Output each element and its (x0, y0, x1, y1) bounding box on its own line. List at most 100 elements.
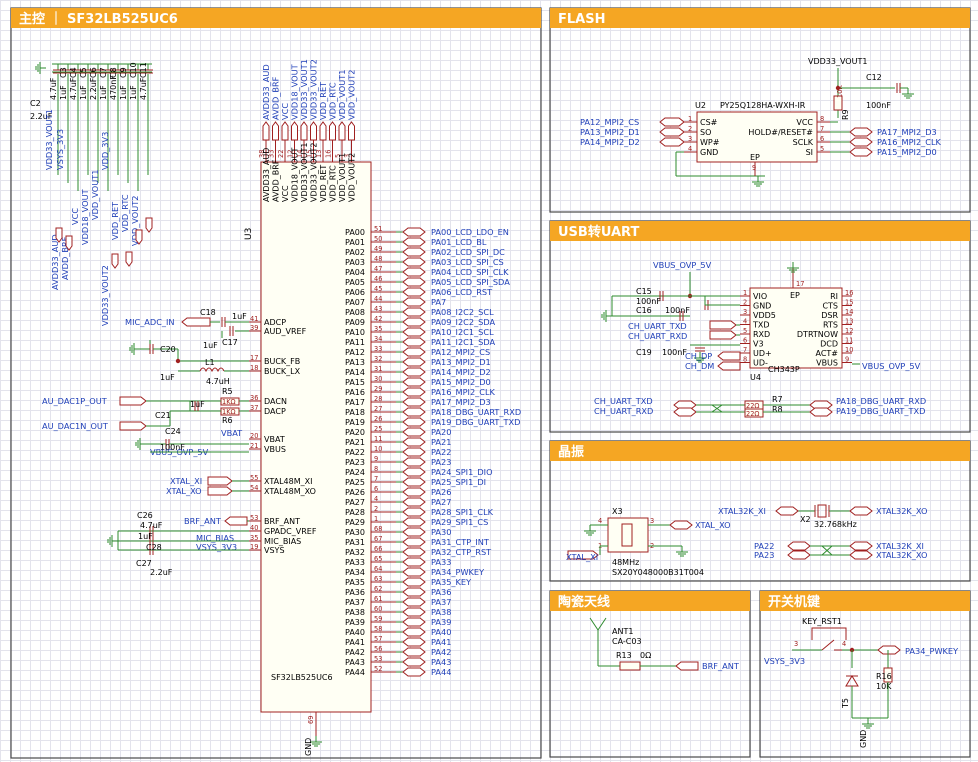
rail-label: VDD33_VOUT2 (100, 265, 110, 326)
rail-label: VSYS_3V3 (55, 129, 65, 170)
top-pin-num: 5 (334, 154, 342, 158)
top-net-label: AVDD33_AUD (261, 64, 271, 120)
antenna-net: BRF_ANT (702, 661, 740, 671)
right-pin-name: PA26 (345, 488, 365, 497)
right-pin-name: PA04 (345, 268, 365, 277)
right-pin-num: 63 (374, 575, 382, 583)
right-pin-num: 49 (374, 245, 382, 253)
right-net-label: PA32_CTP_RST (431, 547, 492, 557)
right-pin-name: PA36 (345, 588, 365, 597)
right-net-label: PA31_CTP_INT (431, 537, 490, 547)
right-pin-num: 2 (374, 505, 378, 513)
usb-pin-name: RXD (753, 330, 770, 339)
right-pin-num: 58 (374, 625, 382, 633)
ground-icon (787, 262, 799, 273)
right-net-label: PA41 (431, 637, 451, 647)
net-mic-bias: MIC_BIAS (196, 533, 234, 543)
flash-part: PY25Q128HA-WXH-IR (720, 101, 806, 110)
ground-icon (752, 176, 764, 187)
right-pin-name: PA06 (345, 288, 365, 297)
net-port-icon (111, 253, 119, 269)
usb-pin-num: 10 (845, 346, 853, 354)
crystal-xo32-label: XTAL32K_XO (876, 506, 927, 516)
top-pin-num: 16 (325, 150, 333, 158)
cap-ref: C7 (99, 67, 108, 78)
usb-pin-name: V3 (753, 340, 764, 349)
flash-pin-name: GND (700, 148, 718, 157)
usb-pin-num: 15 (845, 299, 853, 307)
net-au-dac1p: AU_DAC1P_OUT (42, 396, 108, 406)
ground-icon (107, 535, 118, 547)
right-pin-name: PA01 (345, 238, 365, 247)
left-pin-num: 19 (250, 543, 258, 551)
switch-frame (811, 627, 847, 640)
part-value-c15: 100nF (636, 297, 661, 306)
net-port-icon (281, 121, 289, 141)
ground-icon (601, 310, 612, 322)
part-ref-r9: R9 (841, 109, 850, 120)
top-pin-num: 12 (287, 150, 295, 158)
right-pin-name: PA27 (345, 498, 365, 507)
top-net-label: VDD18_VOUT (290, 63, 300, 120)
right-pin-name: PA16 (345, 388, 365, 397)
right-net-label: PA14_MPI2_D2 (431, 367, 491, 377)
right-pin-num: 25 (374, 425, 382, 433)
left-pin-name: MIC_BIAS (264, 537, 301, 546)
top-net-label: VDD_VOUT1 (337, 70, 347, 120)
left-pin-num: 39 (250, 324, 258, 332)
net-port-icon (125, 251, 133, 267)
right-net-label: PA18_DBG_UART_RXD (431, 407, 521, 417)
top-pin-name: AVDD_BRF (272, 159, 281, 202)
right-pin-name: PA30 (345, 528, 365, 537)
top-net-label: AVDD_BRF (271, 76, 281, 120)
left-pin-num: 36 (250, 394, 258, 402)
net-tag-icon (402, 457, 426, 467)
cap-value: 2.2uF (89, 77, 98, 100)
net-tag-icon (402, 467, 426, 477)
crystal-n-xi: XTAL32K_XI (876, 541, 924, 551)
tvs-diode-icon (845, 675, 859, 687)
rail-label: VDD_RET (110, 201, 120, 240)
net-brf-ant: BRF_ANT (184, 516, 222, 526)
part-value-r16: 10K (876, 682, 892, 691)
net-tag-icon (402, 607, 426, 617)
usb-pin-name: DSR (821, 311, 838, 320)
net-tag-icon (402, 337, 426, 347)
net-port-icon (717, 351, 741, 361)
part-ref-r6: R6 (222, 416, 233, 425)
flash-net-label: PA12_MPI2_CS (580, 117, 639, 127)
net-tag-icon (402, 527, 426, 537)
part-ref-c20: C20 (160, 345, 176, 354)
part-value-r6: 1KΩ (222, 408, 236, 416)
net-tag-icon (402, 447, 426, 457)
junction-dot (175, 358, 181, 364)
right-pin-num: 6 (374, 485, 378, 493)
chip-name: SF32LB525UC6 (271, 673, 333, 682)
right-net-label: PA00_LCD_LDO_EN (431, 227, 509, 237)
top-net-label: VDD_VOUT2 (347, 70, 357, 120)
capacitor-icon (103, 69, 113, 74)
net-port-icon (310, 121, 317, 141)
left-pin-num: 20 (250, 432, 258, 440)
crystal-x3-part: SX20Y048000B31T004 (612, 568, 704, 577)
left-pin-name: VBAT (264, 435, 285, 444)
net-tag-icon (402, 657, 426, 667)
usb-pin-name: ACT# (815, 349, 838, 358)
usb-pin-num: 4 (743, 318, 747, 326)
right-pin-name: PA35 (345, 578, 365, 587)
cap-value: 470nF (109, 75, 118, 100)
right-net-label: PA40 (431, 627, 451, 637)
right-net-label: PA26 (431, 487, 451, 497)
net-tag-icon (402, 637, 426, 647)
capacitor-icon (133, 69, 143, 74)
right-net-label: PA25_SPI1_DI (431, 477, 486, 487)
right-net-label: PA30 (431, 527, 451, 537)
net-tag-icon (849, 541, 873, 551)
right-pin-name: PA40 (345, 628, 365, 637)
capacitor-icon (83, 69, 93, 74)
right-pin-name: PA39 (345, 618, 365, 627)
right-pin-num: 45 (374, 285, 382, 293)
right-net-label: PA01_LCD_BL (431, 237, 487, 247)
flash-pin-name: SI (806, 148, 813, 157)
net-port-icon (272, 121, 279, 141)
